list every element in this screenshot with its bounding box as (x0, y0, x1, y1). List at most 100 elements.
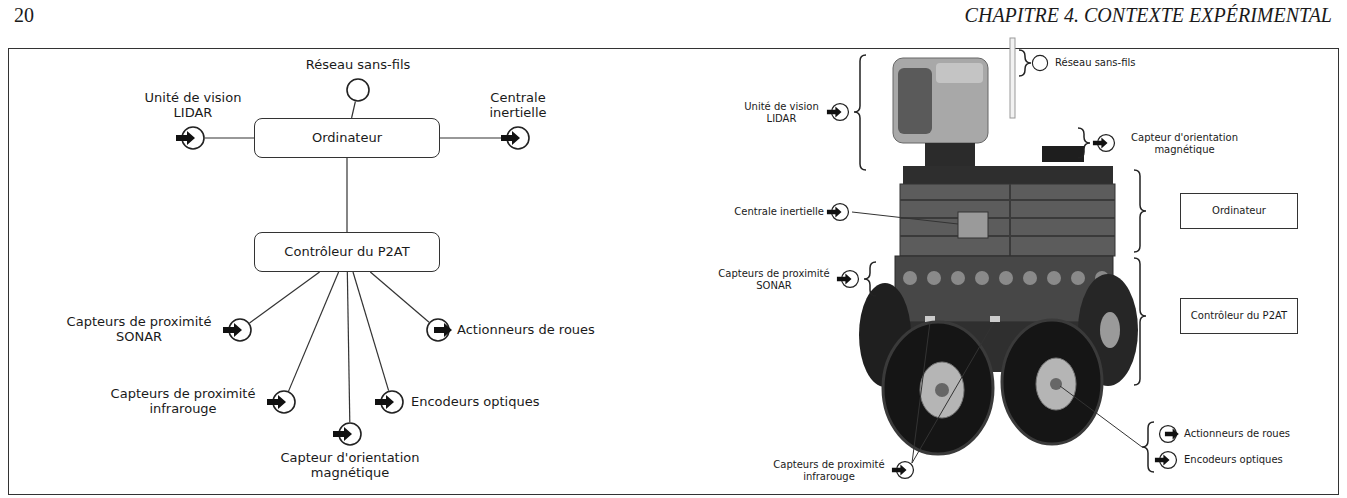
node-outline (505, 125, 531, 151)
actuator-node: Actionneurs de roues (1158, 424, 1178, 444)
lidar-mount (925, 143, 975, 168)
node-label: Réseau sans-fils (306, 58, 411, 73)
node-outline (425, 317, 451, 343)
top-plate (903, 166, 1113, 184)
node-outline (271, 389, 297, 415)
leader-line (1060, 386, 1142, 447)
brace (864, 262, 876, 296)
node-outline (345, 77, 371, 103)
sonar-disc (1023, 271, 1037, 285)
computer-body (900, 184, 1115, 256)
front-wheel (1002, 320, 1102, 444)
body-grille (900, 184, 1115, 256)
connector-line (289, 272, 339, 391)
leader-lines (852, 212, 1142, 463)
sensor-node: Capteurs de proximité infrarouge (895, 460, 915, 480)
node-outline (379, 389, 405, 415)
sonar-disc (999, 271, 1013, 285)
wheel-hub (1036, 358, 1076, 410)
connector-line (347, 272, 349, 422)
front-wheel (883, 322, 993, 454)
connector-line (353, 272, 389, 391)
icon-circle (1032, 55, 1047, 70)
node-outline (1031, 54, 1049, 72)
input-arrow (827, 107, 842, 118)
node-outline (337, 421, 363, 447)
sensor-node: Centrale inertielle (505, 125, 531, 151)
sensor-node: Centrale inertielle (830, 202, 850, 222)
sensor-node: Capteurs de proximité infrarouge (271, 389, 297, 415)
brace (854, 55, 866, 170)
leader-line (852, 212, 958, 224)
connector-line (370, 272, 429, 322)
node-label: Actionneurs de roues (457, 323, 595, 338)
node-label: Capteur d'orientation magnétique (1122, 132, 1247, 155)
node-label: Encodeurs optiques (411, 395, 539, 410)
connector-line (250, 272, 320, 323)
robot-photo (859, 38, 1138, 454)
sensor-node: Capteur d'orientation magnétique (337, 421, 363, 447)
node-label: Réseau sans-fils (1055, 57, 1135, 69)
input-arrow (1155, 455, 1170, 466)
connector-line (346, 158, 347, 232)
input-arrow (827, 207, 842, 218)
node-label: Actionneurs de roues (1184, 428, 1290, 440)
node-outline (1158, 424, 1178, 444)
input-arrow (375, 395, 394, 409)
node-label: Capteurs de proximité SONAR (714, 268, 834, 291)
node-outline (1158, 450, 1178, 470)
hub-center (935, 383, 949, 397)
input-arrow (837, 274, 852, 285)
page-number: 20 (14, 4, 74, 27)
wheel-hub (1100, 312, 1120, 348)
brace (1019, 50, 1031, 76)
antenna (1010, 38, 1015, 118)
node-outline (227, 317, 253, 343)
sonar-disc (927, 271, 941, 285)
brace (1142, 422, 1154, 472)
sensor-node: Encodeurs optiques (379, 389, 405, 415)
node-label: Capteurs de proximité infrarouge (769, 459, 889, 482)
compass-sensor (1042, 146, 1084, 162)
component-box: Contrôleur du P2AT (254, 232, 440, 272)
lidar-window (898, 68, 932, 134)
sonar-disc (1047, 271, 1061, 285)
output-arrow (1165, 429, 1179, 440)
icon-circle (347, 79, 369, 101)
node-label: Unité de vision LIDAR (739, 101, 824, 124)
figure-frame (9, 49, 1339, 495)
node-label: Centrale inertielle (473, 91, 563, 121)
output-arrow (434, 323, 452, 337)
component-box: Ordinateur (1180, 193, 1298, 229)
input-arrow (267, 395, 286, 409)
input-arrow (333, 427, 352, 441)
node-outline (895, 460, 915, 480)
ir-sensor (990, 316, 1000, 322)
node-outline (830, 202, 850, 222)
wheel-hub (920, 362, 964, 418)
node-outline (180, 125, 206, 151)
node-label: Centrale inertielle (734, 206, 824, 218)
node-label: Capteurs de proximité SONAR (59, 315, 219, 345)
sonar-disc (903, 271, 917, 285)
input-arrow (1093, 138, 1108, 149)
input-arrow (223, 323, 242, 337)
lidar-top (936, 63, 983, 83)
connector-line (440, 137, 506, 138)
brace (1134, 170, 1146, 252)
brace (1078, 128, 1090, 158)
connector-line (352, 102, 356, 118)
node-label: Encodeurs optiques (1184, 454, 1283, 466)
sensor-node: Capteur d'orientation magnétique (1096, 133, 1116, 153)
sensor-node: Capteurs de proximité SONAR (227, 317, 253, 343)
sonar-disc (1071, 271, 1085, 285)
braces (854, 50, 1154, 472)
input-arrow (892, 465, 907, 476)
running-header: CHAPITRE 4. CONTEXTE EXPÉRIMENTAL (560, 4, 1332, 27)
sensor-node: Capteurs de proximité SONAR (840, 269, 860, 289)
sensor-node: Encodeurs optiques (1158, 450, 1178, 470)
node-label: Capteurs de proximité infrarouge (103, 387, 263, 417)
